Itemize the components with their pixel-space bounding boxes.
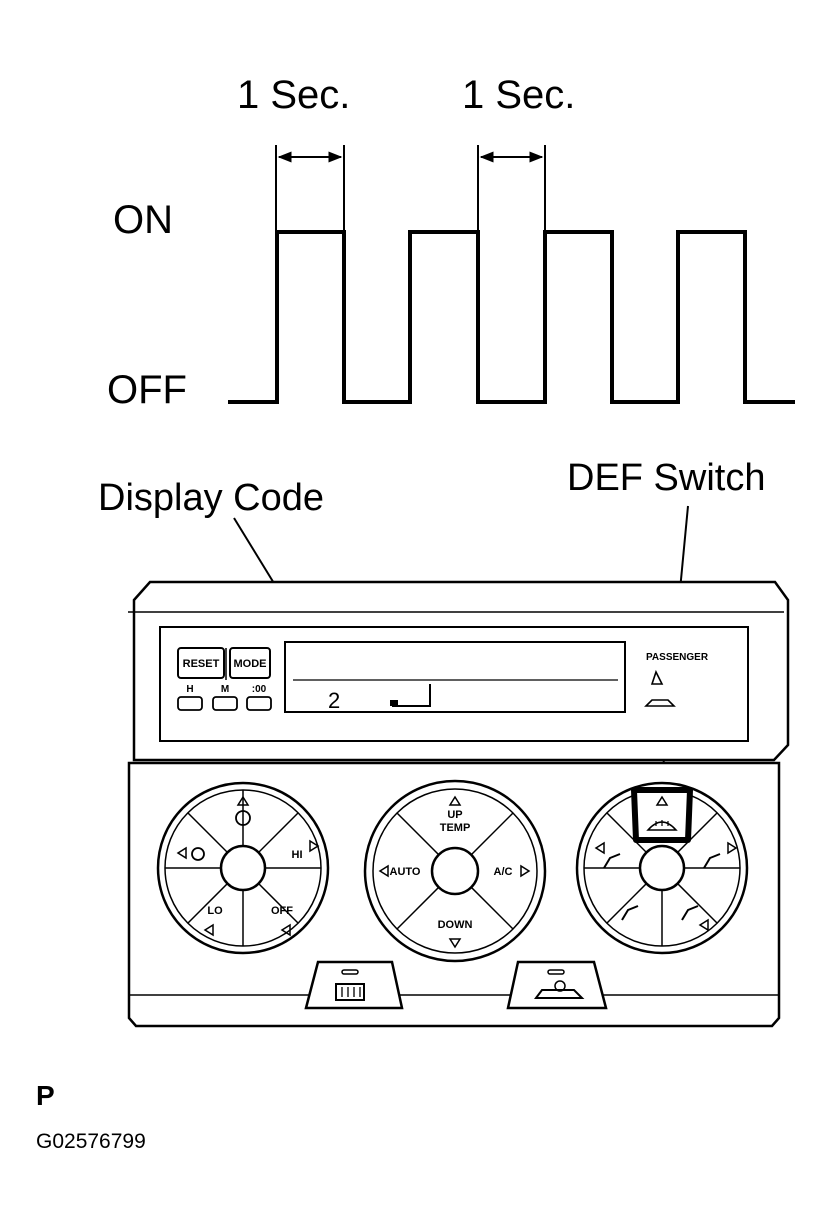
fresh-air-arrow-icon: [554, 980, 566, 992]
fan-off-icon: [235, 810, 251, 826]
temp-down-button[interactable]: DOWN: [438, 919, 473, 931]
fan-knob-center[interactable]: [219, 844, 267, 892]
temp-knob-center[interactable]: [430, 846, 480, 896]
right-arrow-icon: [203, 923, 214, 937]
def-switch-label: DEF Switch: [567, 457, 765, 499]
hour-label: H: [186, 684, 193, 695]
climate-control-panel: RESET MODE H M :00 2 PASSENGER: [127, 580, 790, 1028]
passenger-seat-icon: [650, 669, 664, 685]
mode-knob-center[interactable]: [638, 844, 686, 892]
lcd-display: [284, 641, 626, 713]
auto-button[interactable]: AUTO: [390, 866, 421, 878]
passenger-label: PASSENGER: [646, 652, 709, 663]
temperature-knob: UP TEMP AUTO A/C DOWN: [363, 779, 547, 963]
left-arrow-icon: [176, 846, 187, 860]
right-arrow-icon: [698, 918, 709, 932]
reset-button[interactable]: [177, 647, 225, 679]
bilevel-icon[interactable]: [681, 905, 699, 921]
up-arrow-icon: [448, 795, 462, 806]
left-arrow-icon: [594, 841, 605, 855]
zero-button[interactable]: [246, 696, 272, 711]
pulse-waveform: [228, 230, 795, 404]
left-arrow-icon: [280, 923, 291, 937]
up-arrow-icon: [236, 795, 250, 806]
indicator-lamp: [547, 969, 565, 975]
defrost-foot-icon[interactable]: [703, 853, 721, 869]
right-arrow-icon: [520, 864, 531, 878]
face-vent-icon[interactable]: [603, 853, 621, 869]
fan-level-bar: [390, 700, 398, 706]
figure-id: G02576799: [36, 1130, 146, 1153]
fan-level-indicator: [392, 684, 431, 707]
temp-up-sublabel[interactable]: TEMP: [440, 822, 471, 834]
zero-label: :00: [252, 684, 267, 695]
fan-lo-button[interactable]: LO: [207, 905, 223, 917]
defrost-icon: [646, 821, 678, 831]
temp-up-label[interactable]: UP: [447, 809, 462, 821]
hour-button[interactable]: [177, 696, 203, 711]
interval-label-right: 1 Sec.: [462, 73, 575, 117]
recirculate-icon: [191, 847, 205, 861]
indicator-lamp: [341, 969, 359, 975]
minute-button[interactable]: [212, 696, 238, 711]
reset-button-label: RESET: [183, 658, 220, 670]
display-code-label: Display Code: [98, 477, 324, 519]
mode-button-label: MODE: [234, 658, 267, 670]
off-level-label: OFF: [107, 368, 187, 412]
down-arrow-icon: [448, 938, 462, 949]
def-switch[interactable]: [631, 787, 693, 843]
fan-off-button[interactable]: OFF: [271, 905, 293, 917]
rear-defogger-icon: [335, 983, 365, 1001]
fresh-air-car-icon: [534, 989, 585, 999]
right-arrow-icon: [727, 841, 738, 855]
ac-button[interactable]: A/C: [494, 866, 513, 878]
foot-vent-icon[interactable]: [621, 905, 639, 921]
left-arrow-icon: [378, 864, 389, 878]
display-code-digit: 2: [328, 688, 340, 713]
defrost-wave: [655, 820, 669, 826]
fan-knob: HI LO OFF: [156, 781, 330, 955]
up-arrow-icon: [655, 795, 669, 806]
timing-chart: 1 Sec. 1 Sec. ON OFF: [107, 73, 795, 412]
mode-button[interactable]: [229, 647, 271, 679]
figure-page-letter: P: [36, 1080, 55, 1111]
on-level-label: ON: [113, 198, 173, 242]
air-mode-knob: [575, 781, 749, 955]
defogger-lines: [341, 987, 361, 997]
car-icon: [644, 699, 676, 707]
minute-label: M: [221, 684, 229, 695]
air-intake-button[interactable]: [506, 960, 608, 1010]
fan-hi-button[interactable]: HI: [292, 849, 303, 861]
right-arrow-icon: [309, 839, 320, 853]
interval-label-left: 1 Sec.: [237, 73, 350, 117]
